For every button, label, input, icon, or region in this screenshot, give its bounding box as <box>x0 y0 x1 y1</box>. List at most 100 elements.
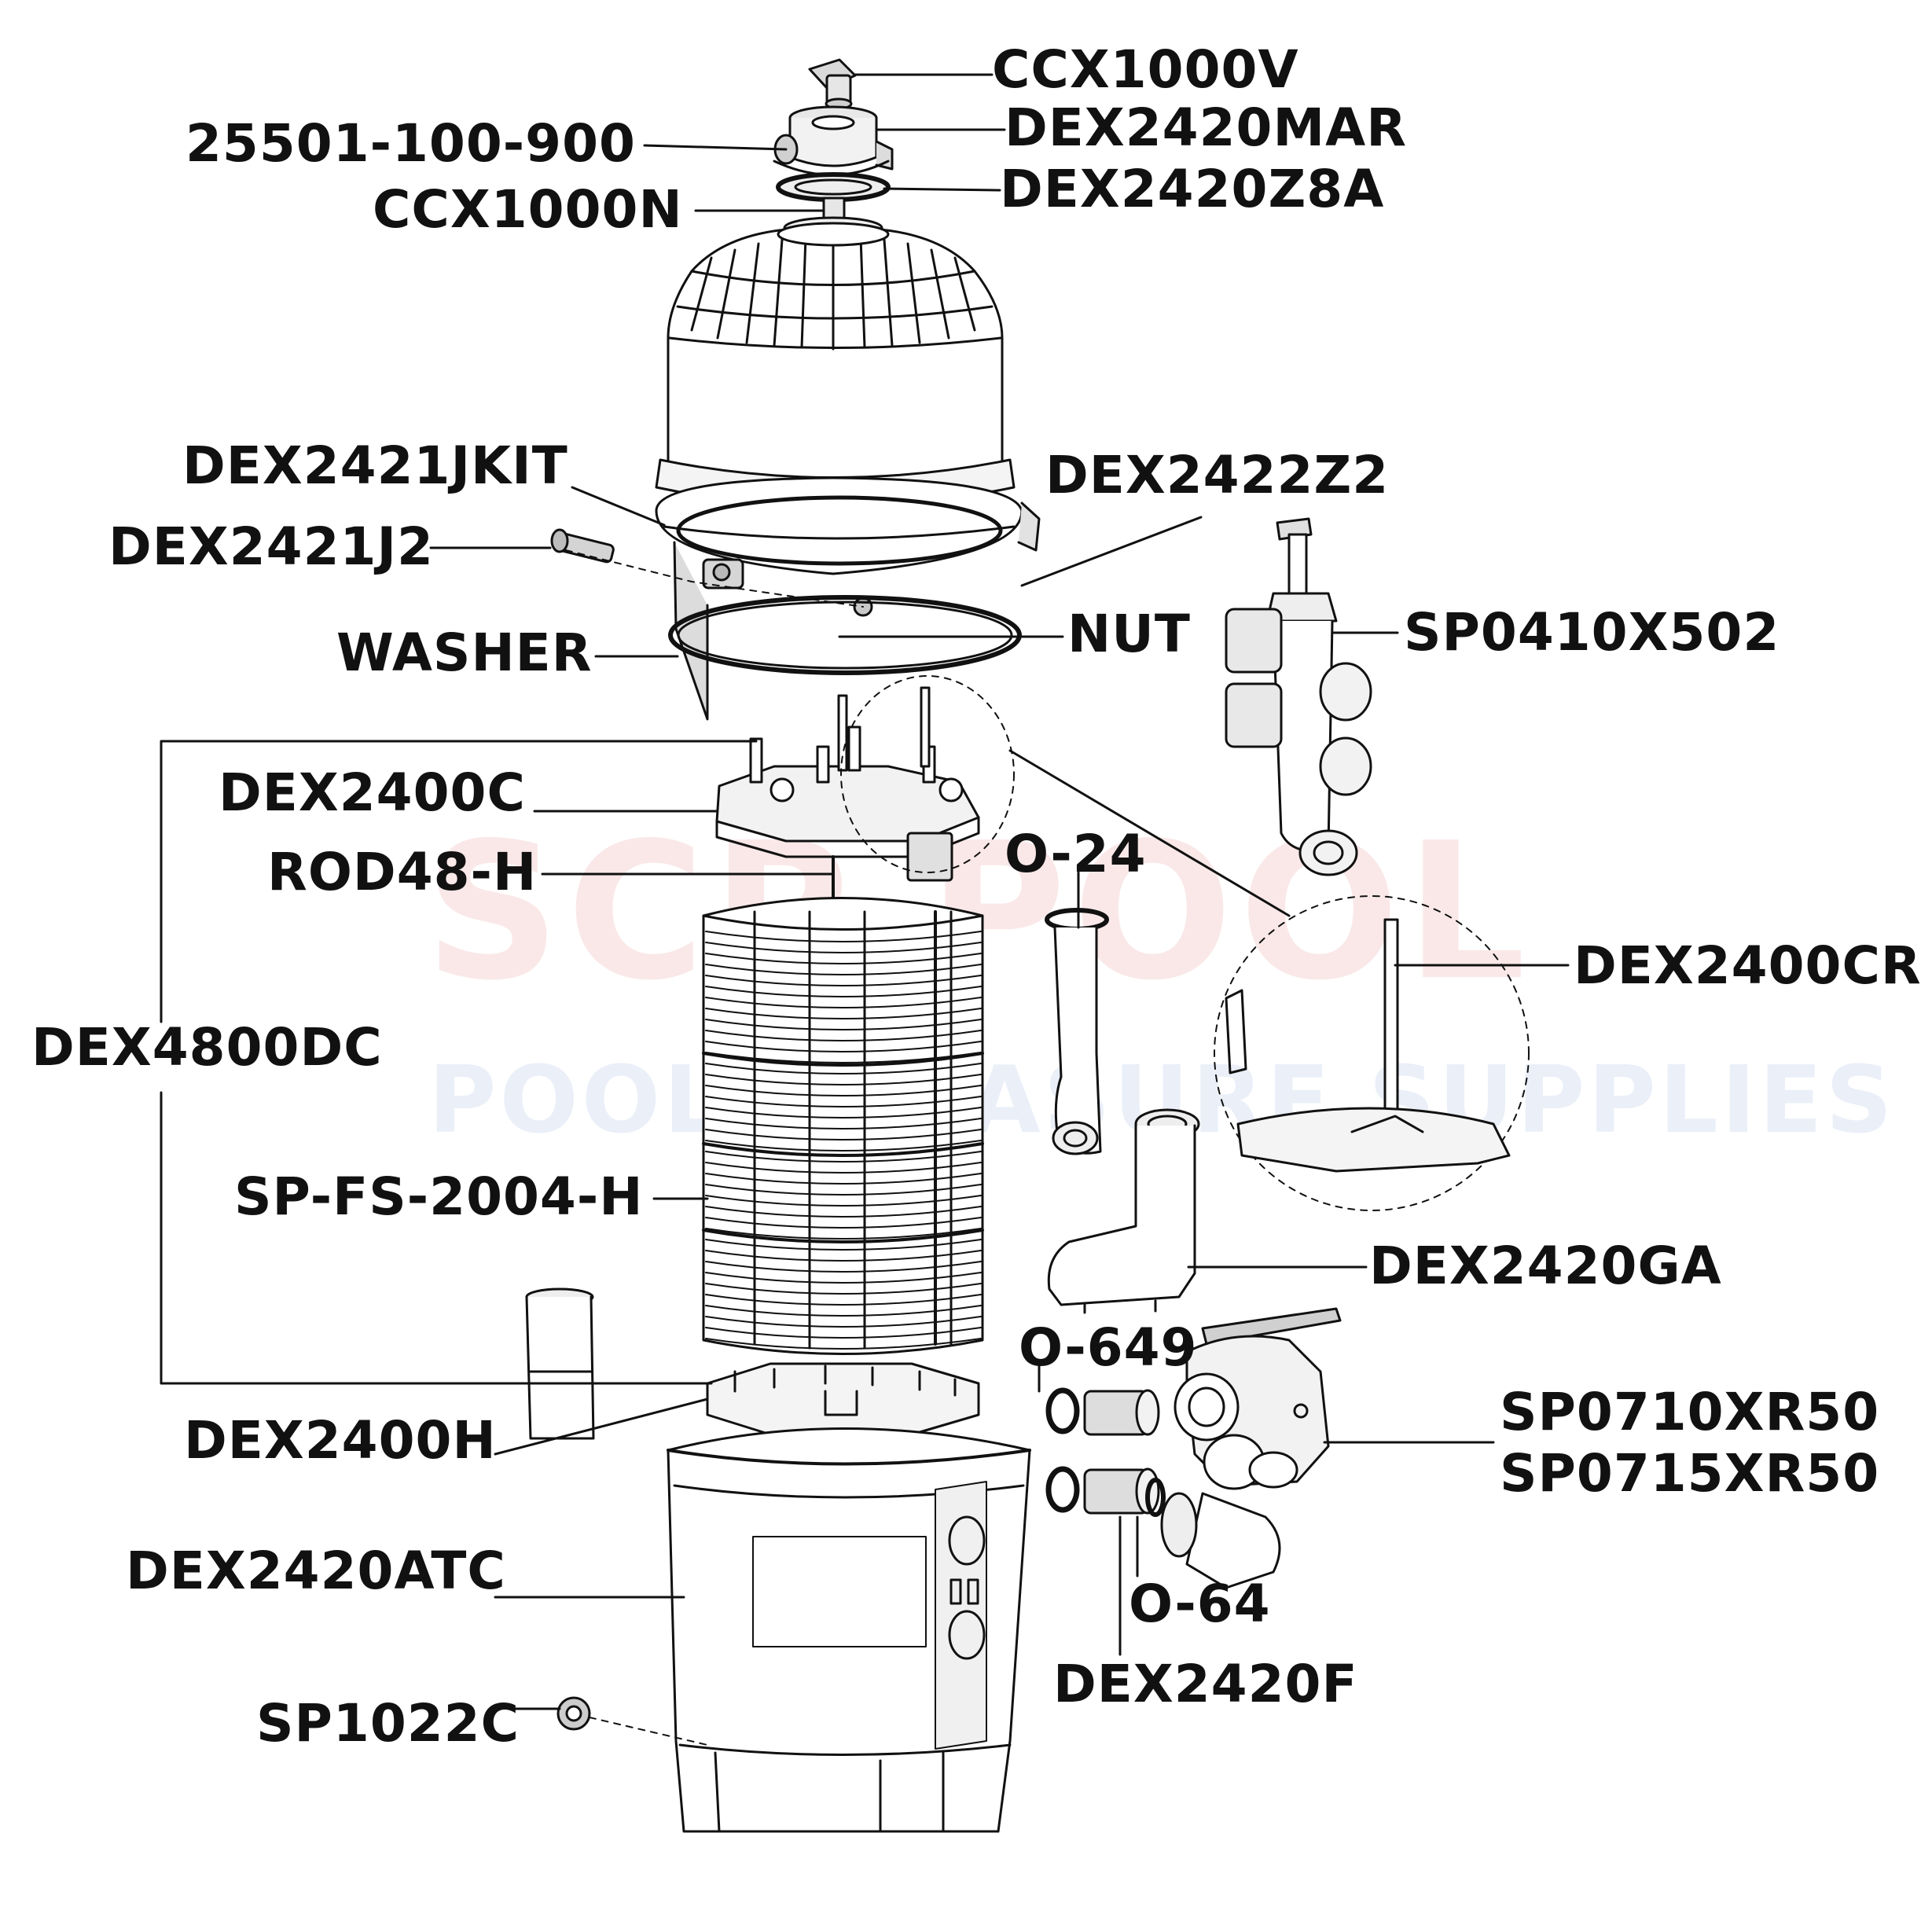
label-sp1022c: SP1022C <box>256 1693 520 1754</box>
grid-slat-line <box>706 1251 981 1261</box>
grid-slat-line <box>706 1174 981 1184</box>
elbow-pipe-part <box>1049 1110 1199 1313</box>
grid-slat-line <box>706 964 981 975</box>
grid-slat-line <box>706 1262 981 1272</box>
label-sp0715xr50: SP0715XR50 <box>1500 1443 1880 1504</box>
label-washer: WASHER <box>336 623 593 683</box>
push-pull-valve-part <box>1226 519 1371 875</box>
label-ccx1000v: CCX1000V <box>992 39 1299 100</box>
tank-lid-part <box>656 223 1014 506</box>
label-dex2421j2: DEX2421J2 <box>108 516 434 577</box>
grid-slat-line <box>706 1118 981 1129</box>
leader-25501 <box>645 145 786 149</box>
leader-dex2422z2 <box>1022 517 1201 586</box>
label-dex2400h: DEX2400H <box>184 1410 497 1471</box>
detail-callout-small <box>841 676 1014 872</box>
grid-slat-line <box>706 1185 981 1195</box>
grid-slat-line <box>706 1295 981 1305</box>
grid-slat-line <box>706 986 981 997</box>
air-relief-valve-part <box>810 60 855 108</box>
port-o-ring-upper-part <box>1049 1390 1077 1431</box>
grid-slat-line <box>706 1273 981 1283</box>
grid-slat-line <box>706 1196 981 1206</box>
label-dex4800dc: DEX4800DC <box>31 1017 383 1078</box>
port-o-ring-lower-part <box>1049 1469 1077 1510</box>
grid-slat-line <box>706 942 981 953</box>
label-sp0710xr50: SP0710XR50 <box>1500 1382 1880 1442</box>
grid-slat-line <box>706 1218 981 1228</box>
grid-slat-line <box>706 1140 981 1151</box>
label-o-24: O-24 <box>1005 824 1147 884</box>
grid-slat-line <box>706 1240 981 1250</box>
label-dex2420atc: DEX2420ATC <box>126 1541 506 1601</box>
grid-slat-line <box>706 997 981 1008</box>
bolt-dashed-guide <box>566 550 863 607</box>
multiport-valve-part <box>1162 1309 1340 1588</box>
label-o-649: O-649 <box>1019 1317 1198 1378</box>
bulkhead-fitting-lower-part <box>1085 1469 1163 1515</box>
grid-slat-line <box>706 1339 981 1349</box>
leader-lines <box>160 75 1568 1709</box>
tank-body-part <box>668 1429 1030 1832</box>
detail-rod-part <box>1226 920 1509 1171</box>
outlet-pipe-part <box>1047 910 1107 1154</box>
leader-dex2421jkit <box>572 487 664 525</box>
drain-plug-part <box>558 1698 707 1745</box>
label-ccx1000n: CCX1000N <box>373 179 683 240</box>
upper-manifold-part <box>717 688 979 880</box>
adapter-o-ring-part <box>778 174 888 200</box>
grid-slat-line <box>706 1096 981 1107</box>
label-o-64: O-64 <box>1129 1574 1271 1634</box>
grid-slat-line <box>706 1107 981 1118</box>
clamp-bolt-part <box>552 530 615 563</box>
grid-slat-line <box>706 1207 981 1217</box>
clamp-assembly-part <box>656 478 1039 719</box>
label-dex2420ga: DEX2420GA <box>1369 1236 1722 1296</box>
grid-slat-line <box>706 975 981 986</box>
leader-dex4800dc-bottom <box>160 1091 713 1385</box>
label-sp0410x502: SP0410X502 <box>1404 602 1780 663</box>
label-25501-100-900: 25501-100-900 <box>185 113 636 174</box>
label-dex2421jkit: DEX2421JKIT <box>182 435 568 496</box>
label-rod48-h: ROD48-H <box>267 842 538 902</box>
leader-dex2420z8a <box>884 189 1000 190</box>
grid-slat-line <box>706 1052 981 1063</box>
grid-slat-line <box>706 1229 981 1239</box>
grid-slat-line <box>706 1074 981 1085</box>
label-nut: NUT <box>1067 604 1191 664</box>
detail-callout-connector <box>1010 751 1289 916</box>
grid-slat-line <box>706 953 981 964</box>
label-dex2422z2: DEX2422Z2 <box>1045 445 1390 505</box>
grid-slat-line <box>706 1328 981 1338</box>
manual-air-relief-part <box>774 107 892 175</box>
grid-slat-line <box>706 1063 981 1074</box>
label-dex2400cr: DEX2400CR <box>1574 935 1922 996</box>
grid-slat-line <box>706 1041 981 1052</box>
grid-slat-line <box>706 1019 981 1030</box>
tank-o-ring-part <box>670 597 1019 673</box>
label-dex2420mar: DEX2420MAR <box>1005 97 1408 158</box>
standpipe-part <box>527 1289 593 1438</box>
grid-slat-line <box>706 1284 981 1294</box>
leader-dex4800dc-top <box>160 740 758 1023</box>
grid-slat-line <box>706 1129 981 1140</box>
detail-callout-large <box>1214 896 1529 1210</box>
label-sp-fs-2004-h: SP-FS-2004-H <box>234 1166 644 1227</box>
grid-slat-line <box>706 1008 981 1019</box>
grid-slat-line <box>706 1085 981 1096</box>
grid-slat-line <box>706 1163 981 1173</box>
label-dex2420z8a: DEX2420Z8A <box>1000 159 1385 219</box>
label-dex2420f: DEX2420F <box>1053 1654 1358 1714</box>
grid-slat-line <box>706 931 981 942</box>
grid-slat-line <box>706 1306 981 1316</box>
bulkhead-fitting-upper-part <box>1085 1390 1159 1434</box>
grid-slat-line <box>706 1030 981 1041</box>
filter-grid-assembly-part <box>703 898 983 1354</box>
label-dex2400c: DEX2400C <box>219 762 526 823</box>
lower-manifold-part <box>707 1364 979 1434</box>
leader-dex2400h <box>495 1399 707 1454</box>
grid-slat-line <box>706 1151 981 1162</box>
grid-slat-line <box>706 1317 981 1327</box>
